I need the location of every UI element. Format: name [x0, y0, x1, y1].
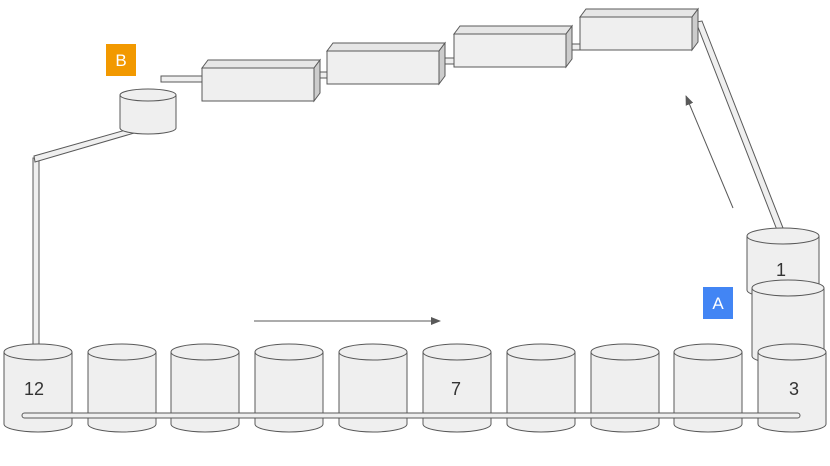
bottom-cylinder	[590, 343, 660, 433]
conveyor-bar	[21, 412, 801, 419]
bottom-cylinder	[254, 343, 324, 433]
bottom-cylinder	[87, 343, 157, 433]
stack-cylinder-label: 1	[776, 260, 786, 280]
bottom-cylinder	[506, 343, 576, 433]
bottom-cylinder-12	[3, 343, 73, 433]
badge-a-text: A	[712, 294, 724, 313]
small-tank	[119, 88, 177, 135]
box-unit-2	[326, 41, 446, 86]
box-unit-3	[453, 24, 573, 69]
pipe-right-diagonal	[695, 20, 784, 231]
bottom-cylinder	[338, 343, 408, 433]
bottom-cylinder-3	[757, 343, 827, 433]
box-unit-4	[579, 7, 699, 52]
bottom-cylinder-7	[422, 343, 492, 433]
badge-b: B	[106, 44, 136, 76]
cylinder-label-7: 7	[451, 379, 461, 399]
badge-a: A	[703, 287, 733, 319]
flow-arrow-up	[685, 95, 734, 209]
bottom-cylinder	[673, 343, 743, 433]
cylinder-label-12: 12	[24, 379, 44, 399]
cylinder-label-3: 3	[789, 379, 799, 399]
box-unit-1	[201, 58, 321, 103]
pipe-left-vertical	[32, 157, 40, 349]
badge-b-text: B	[115, 51, 126, 70]
bottom-cylinder	[170, 343, 240, 433]
